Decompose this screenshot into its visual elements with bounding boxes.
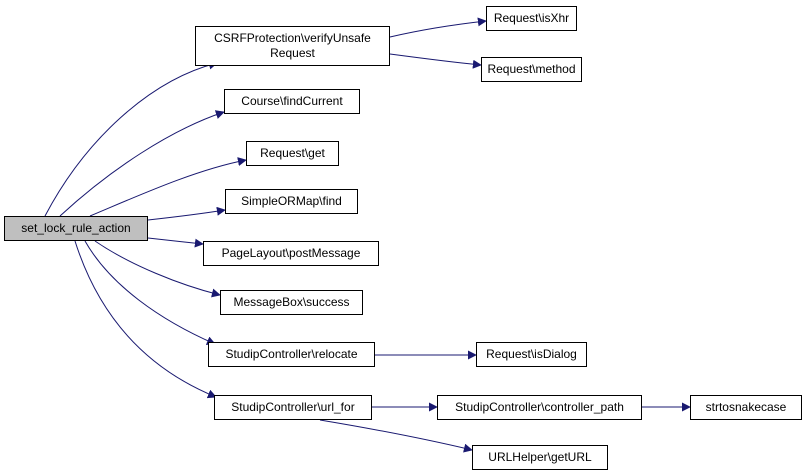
edge-root-to-csrf-verify [44,60,218,217]
node-request-get[interactable]: Request\get [246,141,339,166]
node-label: Course\findCurrent [241,94,343,108]
edge-csrf-verify-to-request-method [389,53,482,69]
node-studipcontroller-controller-path[interactable]: StudipController\controller_path [437,395,642,420]
node-label: Request\isXhr [493,11,570,25]
node-csrf-verify-unsafe-request[interactable]: CSRFProtection\verifyUnsafe Request [195,26,390,66]
node-request-method[interactable]: Request\method [481,57,582,82]
node-label: SimpleORMap\find [241,194,342,208]
node-label: set_lock_rule_action [21,221,131,235]
node-label: URLHelper\getURL [488,450,592,464]
node-label: CSRFProtection\verifyUnsafe Request [214,31,371,61]
node-label: MessageBox\success [233,295,350,309]
edge-root-to-studipcontroller-url-for [74,240,217,399]
edge-root-to-request-get [89,157,247,217]
node-studipcontroller-relocate[interactable]: StudipController\relocate [208,342,375,367]
node-label: StudipController\relocate [225,347,358,361]
node-label-line-1: CSRFProtection\verifyUnsafe [214,31,371,45]
node-label: strtosnakecase [705,400,787,414]
edge-url-for-to-urlhelper-geturl [319,419,473,453]
node-pagelayout-postmessage[interactable]: PageLayout\postMessage [203,241,379,266]
edge-root-to-course-find-current [59,110,225,217]
edge-root-to-pagelayout-postmessage [147,237,204,248]
node-studipcontroller-url-for[interactable]: StudipController\url_for [214,395,372,420]
node-label: StudipController\url_for [231,400,355,414]
node-simpleormap-find[interactable]: SimpleORMap\find [225,189,358,214]
node-label: Request\get [260,146,325,160]
node-request-isxhr[interactable]: Request\isXhr [486,6,577,31]
node-label-line-2: Request [270,46,315,60]
node-set-lock-rule-action: set_lock_rule_action [4,216,148,241]
node-strtosnakecase[interactable]: strtosnakecase [690,395,802,420]
node-label: Request\isDialog [486,347,577,361]
node-label: PageLayout\postMessage [221,246,361,260]
node-messagebox-success[interactable]: MessageBox\success [220,290,363,315]
edge-csrf-verify-to-request-isxhr [389,17,487,38]
edge-root-to-studipcontroller-relocate [84,240,216,345]
node-label: StudipController\controller_path [455,400,624,414]
edge-root-to-simpleormap-find [147,206,226,221]
edge-root-to-messagebox-success [94,240,221,298]
node-urlhelper-geturl[interactable]: URLHelper\getURL [472,445,608,470]
node-course-find-current[interactable]: Course\findCurrent [224,89,360,114]
node-label: Request\method [487,62,576,76]
node-request-isdialog[interactable]: Request\isDialog [476,342,587,367]
